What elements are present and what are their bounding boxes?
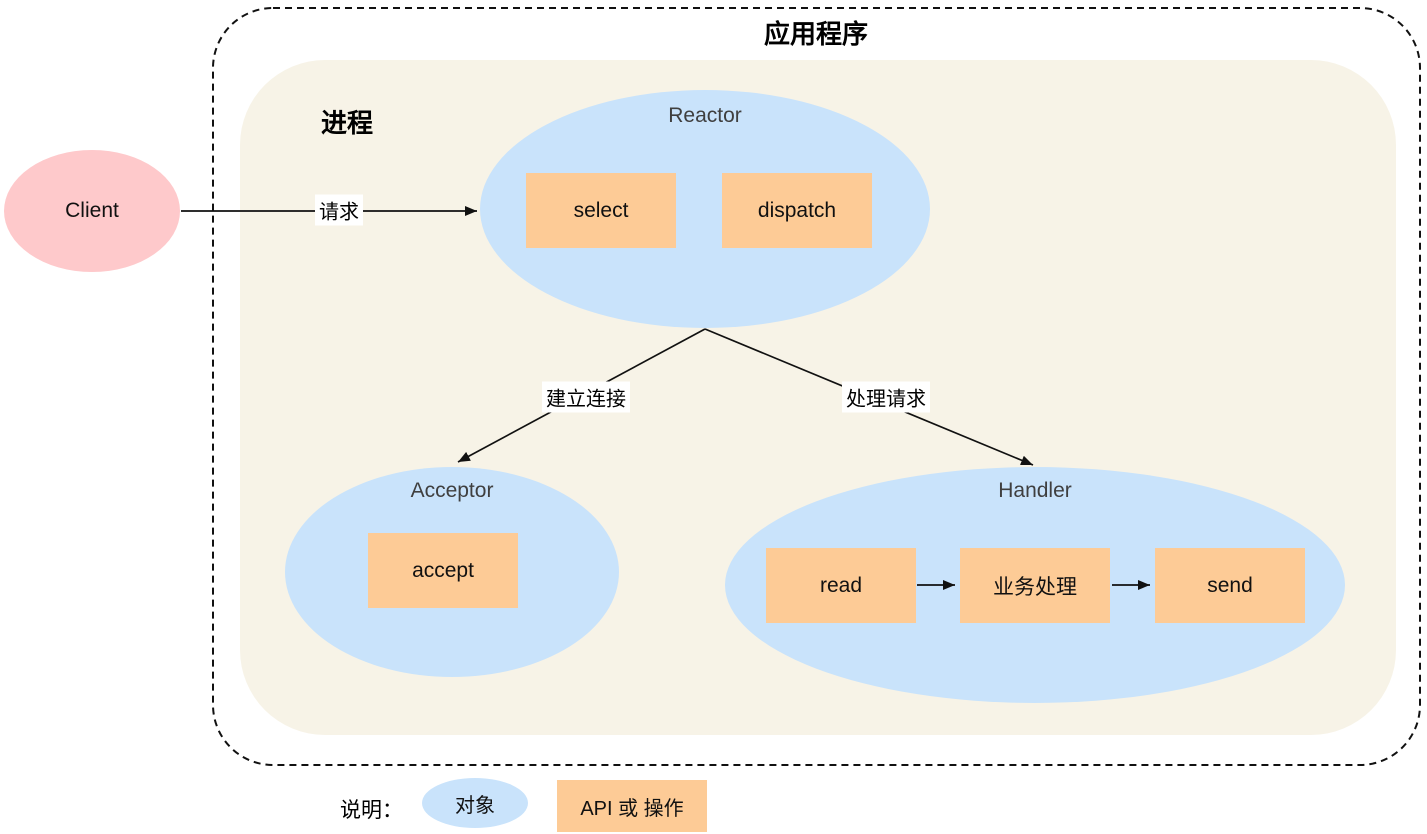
legend-title: 说明： — [340, 799, 403, 822]
read-box: read — [766, 548, 916, 623]
process-title: 进程 — [320, 108, 373, 138]
legend-api-swatch: API 或 操作 — [557, 780, 707, 832]
legend-api-label: API 或 操作 — [580, 797, 684, 820]
legend-object-swatch: 对象 — [422, 778, 528, 828]
establish-connection-edge-label: 建立连接 — [542, 381, 630, 413]
application-title: 应用程序 — [763, 19, 868, 49]
accept-box: accept — [368, 533, 518, 608]
handle-request-edge-label: 处理请求 — [842, 381, 930, 413]
legend-object-label: 对象 — [455, 794, 495, 817]
dispatch-box: dispatch — [722, 173, 872, 248]
handler-label: Handler — [998, 479, 1072, 502]
reactor-label: Reactor — [668, 104, 742, 127]
select-box: select — [526, 173, 676, 248]
request-edge-label: 请求 — [315, 194, 363, 226]
acceptor-label: Acceptor — [410, 479, 494, 502]
application-boundary-rect — [212, 7, 1421, 766]
business-process-box: 业务处理 — [960, 548, 1110, 623]
send-box: send — [1155, 548, 1305, 623]
client-label: Client — [65, 199, 119, 222]
client-node: Client — [4, 150, 180, 272]
